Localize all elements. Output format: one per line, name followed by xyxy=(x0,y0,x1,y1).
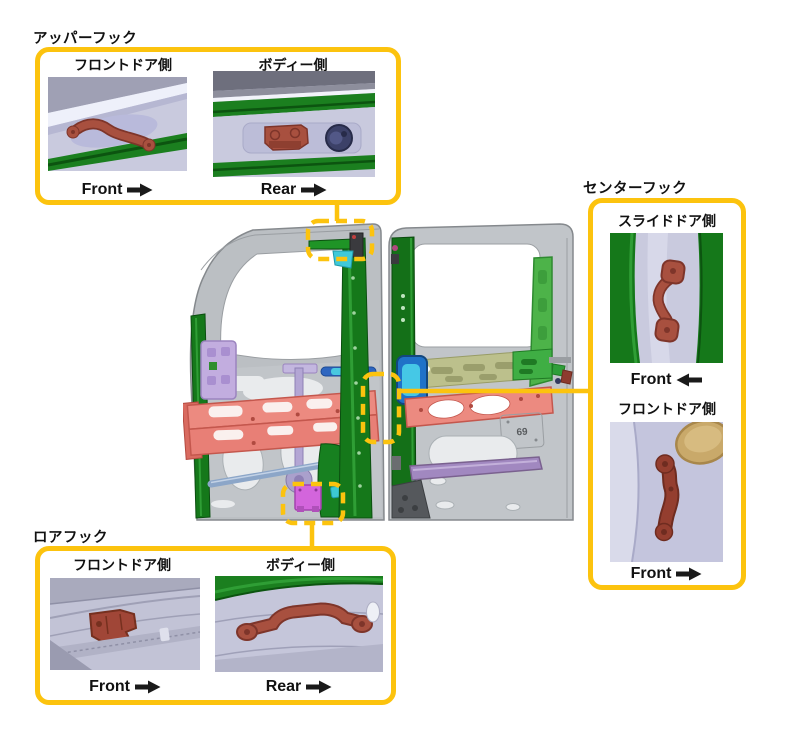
direction-label: Rear xyxy=(265,678,302,695)
lower-hook-title: ロアフック xyxy=(33,530,108,546)
right-arrow-icon xyxy=(306,680,332,694)
lower-guide-rod-violet xyxy=(409,456,543,481)
upper-hook-title: アッパーフック xyxy=(33,31,138,47)
center-front-door-image xyxy=(610,422,723,562)
front-door xyxy=(183,223,385,521)
lower-front-door-direction: Front xyxy=(50,678,200,696)
upper-body-side-image xyxy=(213,71,375,177)
lower-roller-hardware xyxy=(391,456,431,519)
upper-front-door-direction: Front xyxy=(48,181,187,199)
sliding-door: 69 xyxy=(388,223,574,521)
center-hook-part-blue xyxy=(396,355,428,405)
front-door-impact-beam xyxy=(183,389,380,460)
door-panel-marking: 69 xyxy=(516,427,528,439)
sliding-door-impact-beam xyxy=(404,386,554,428)
lower-hook-box: フロントドア側 ボディー側 xyxy=(35,546,396,705)
hinge-bracket xyxy=(200,340,237,400)
lower-front-door-label: フロントドア側 xyxy=(73,557,171,573)
center-slide-door-direction: Front xyxy=(610,371,723,389)
direction-label: Rear xyxy=(260,181,297,198)
lower-body-side-label: ボディー側 xyxy=(265,557,336,573)
lower-body-side-image xyxy=(215,576,383,672)
direction-label: Front xyxy=(630,371,672,388)
stamped-panel: 69 xyxy=(499,412,545,450)
upper-front-door-label: フロントドア側 xyxy=(74,57,172,73)
center-hook-title: センターフック xyxy=(583,181,688,197)
center-hook-box: スライドドア側 Front フロントドア側 xyxy=(588,198,746,590)
direction-label: Front xyxy=(81,181,123,198)
center-slide-door-label: スライドドア側 xyxy=(618,213,716,229)
lower-hook-part-magenta xyxy=(294,484,322,512)
right-arrow-icon xyxy=(134,680,161,694)
upper-hook-box: フロントドア側 ボディー側 xyxy=(35,47,401,205)
direction-label: Front xyxy=(630,565,672,582)
center-front-door-direction: Front xyxy=(610,565,723,583)
rear-latch-hardware xyxy=(549,357,573,385)
lower-body-side-direction: Rear xyxy=(215,678,383,696)
upper-body-side-label: ボディー側 xyxy=(258,57,328,73)
direction-label: Front xyxy=(89,678,130,695)
right-arrow-icon xyxy=(676,567,702,581)
right-arrow-icon xyxy=(301,183,327,197)
left-arrow-icon xyxy=(676,373,703,387)
upper-front-door-image xyxy=(48,77,187,171)
sliding-door-window-opening xyxy=(411,243,541,348)
right-arrow-icon xyxy=(127,183,153,197)
front-door-rear-beam xyxy=(338,237,373,519)
upper-body-side-direction: Rear xyxy=(213,181,375,199)
car-body-structure-diagram: 69 xyxy=(183,223,574,521)
center-front-door-label: フロントドア側 xyxy=(618,401,716,417)
center-slide-door-image xyxy=(610,233,723,363)
lower-front-door-image xyxy=(50,578,200,670)
